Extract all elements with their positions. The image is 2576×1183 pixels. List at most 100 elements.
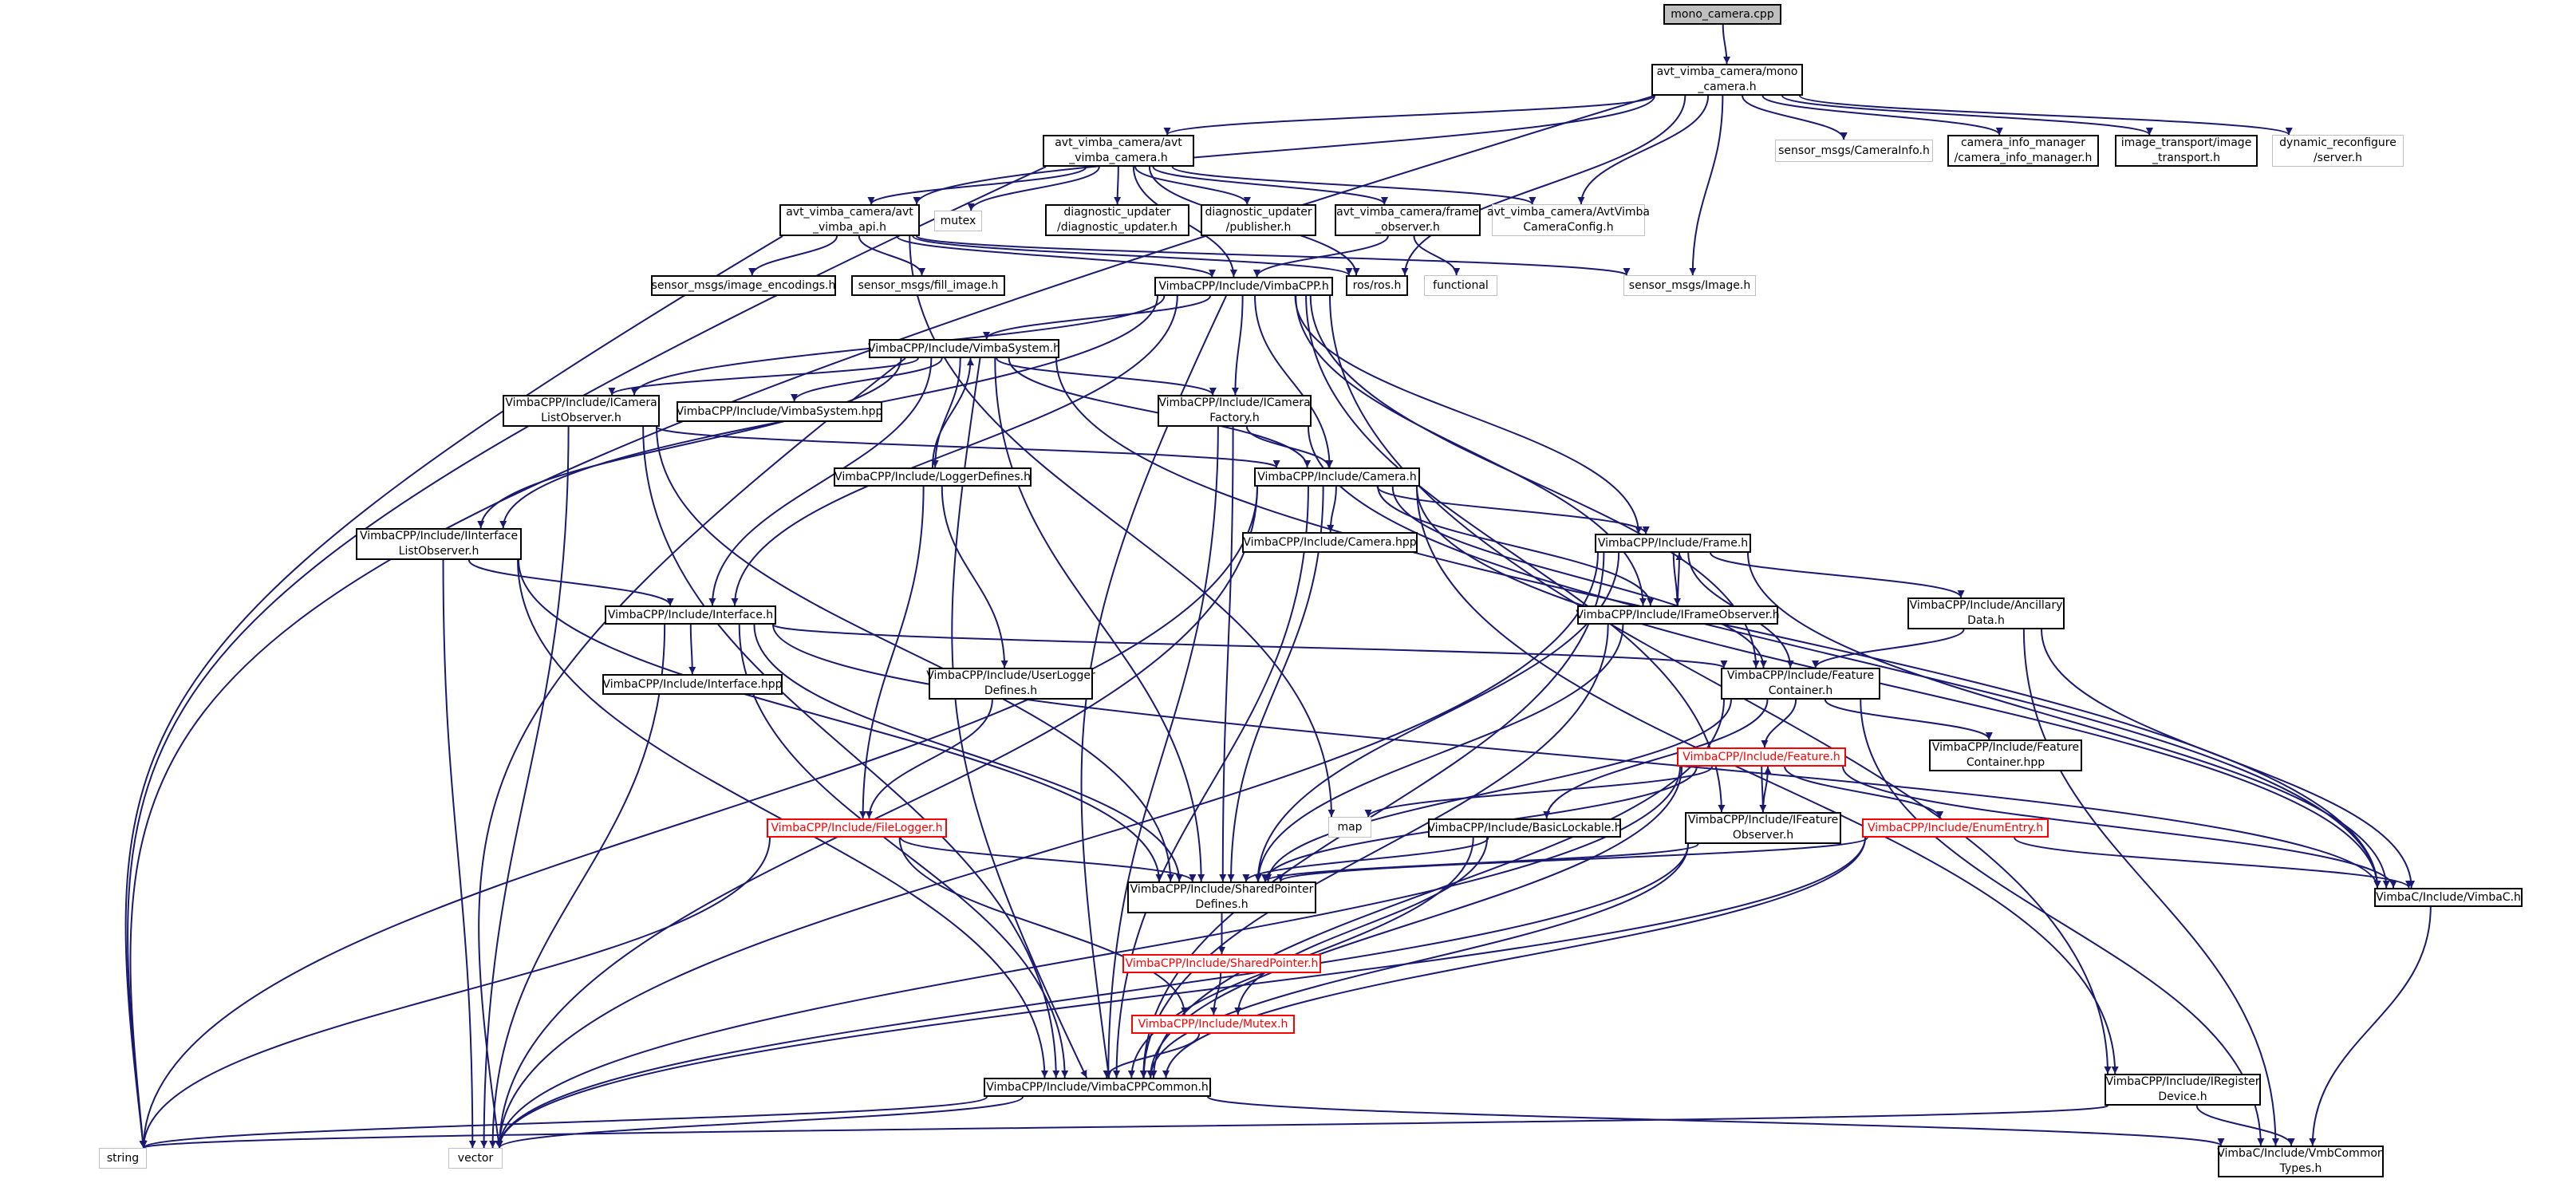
file-node-interface-hpp[interactable]: VimbaCPP/Include/Interface.hpp [602, 674, 783, 695]
file-node-featurecontainer-hpp[interactable]: VimbaCPP/Include/Feature Container.hpp [1929, 739, 2082, 771]
edge-n2-to-n10 [1134, 166, 1251, 205]
file-node-feature-h[interactable]: VimbaCPP/Include/Feature.h [1677, 747, 1846, 767]
edge-n28-to-n48 [489, 624, 666, 1149]
file-node-loggerdefines-h[interactable]: VimbaCPP/Include/LoggerDefines.h [834, 467, 1032, 487]
edge-n19-to-n48 [478, 357, 906, 1149]
edge-n27-to-n29 [1672, 552, 1682, 606]
edge-n40-to-n47 [140, 837, 771, 1149]
edge-n20-to-n24 [656, 426, 1280, 468]
file-node-sensor-msgs-image-h: sensor_msgs/Image.h [1623, 275, 1756, 296]
edge-n29-to-n41 [1254, 624, 1624, 882]
edge-n34-to-n36 [1364, 766, 1714, 818]
edge-n34-to-n39 [1784, 766, 1944, 819]
file-node-filelogger-h[interactable]: VimbaCPP/Include/FileLogger.h [767, 818, 947, 838]
edge-n43-to-n44 [1209, 972, 1222, 1015]
file-node-vimbac-h[interactable]: VimbaC/Include/VimbaC.h [2374, 888, 2523, 907]
file-node-userloggerdefines-h[interactable]: VimbaCPP/Include/UserLogger Defines.h [926, 668, 1095, 700]
edge-n1-to-n7 [913, 95, 1655, 205]
file-node-image-transport-h[interactable]: image_transport/image _transport.h [2115, 135, 2258, 167]
file-node-sharedpointer-h[interactable]: VimbaCPP/Include/SharedPointer.h [1122, 954, 1321, 973]
file-node-avt-vimba-api-h[interactable]: avt_vimba_camera/avt _vimba_api.h [779, 204, 920, 236]
edge-n2-to-n7 [867, 166, 1087, 205]
edge-n7-to-n15 [896, 235, 1216, 278]
edge-n7-to-n14 [858, 235, 926, 276]
file-node-mono-camera-h[interactable]: avt_vimba_camera/mono _camera.h [1651, 64, 1803, 96]
file-node-featurecontainer-h[interactable]: VimbaCPP/Include/Feature Container.h [1721, 668, 1880, 700]
file-node-avt-vimba-camera-h[interactable]: avt_vimba_camera/avt _vimba_camera.h [1043, 135, 1194, 167]
edge-n1-to-n6 [1799, 95, 2293, 136]
file-node-frame-observer-h[interactable]: avt_vimba_camera/frame _observer.h [1335, 204, 1481, 236]
edge-n33-to-n35 [1824, 699, 1993, 740]
edge-n38-to-n34 [1762, 766, 1772, 813]
file-node-iframeobserver-h[interactable]: VimbaCPP/Include/IFrameObserver.h [1576, 605, 1780, 625]
file-node-ifeatureobserver-h[interactable]: VimbaCPP/Include/IFeature Observer.h [1685, 812, 1841, 844]
file-node-mutex-h[interactable]: VimbaCPP/Include/Mutex.h [1131, 1015, 1295, 1034]
file-node-iregisterdevice-h[interactable]: VimbaCPP/Include/IRegister Device.h [2105, 1074, 2261, 1106]
file-node-interface-h[interactable]: VimbaCPP/Include/Interface.h [605, 605, 776, 625]
file-node-vimbacpp-h[interactable]: VimbaCPP/Include/VimbaCPP.h [1154, 277, 1333, 296]
edge-n30-to-n49 [2022, 629, 2279, 1146]
edge-n33-to-n37 [1543, 699, 1769, 819]
file-node-icameralistobserver-h[interactable]: VimbaCPP/Include/ICamera ListObserver.h [503, 395, 660, 427]
file-node-mutex: mutex [934, 211, 982, 231]
file-node-frame-h[interactable]: VimbaCPP/Include/Frame.h [1595, 534, 1751, 553]
edge-n19-to-n22 [996, 357, 1217, 396]
file-node-basiclockable-h[interactable]: VimbaCPP/Include/BasicLockable.h [1427, 818, 1622, 838]
file-node-enumentry-h[interactable]: VimbaCPP/Include/EnumEntry.h [1862, 818, 2049, 838]
file-node-ancillarydata-h[interactable]: VimbaCPP/Include/Ancillary Data.h [1907, 597, 2065, 629]
file-node-camera-hpp[interactable]: VimbaCPP/Include/Camera.hpp [1242, 532, 1418, 553]
edge-n29-to-n27 [1675, 552, 1683, 606]
edge-n15-to-n46 [1329, 295, 2112, 1075]
edge-n33-to-n49 [1860, 699, 2265, 1146]
file-node-diagnostic-publisher-h[interactable]: diagnostic_updater /publisher.h [1201, 204, 1316, 236]
edge-n24-to-n26 [1327, 486, 1337, 533]
edge-n45-to-n47 [140, 1096, 988, 1149]
edge-n1-to-n18 [1689, 95, 1724, 276]
edge-n19-to-n21 [791, 357, 943, 402]
file-node-image-encodings-h[interactable]: sensor_msgs/image_encodings.h [651, 275, 836, 296]
file-node-iinterfacelistobserver-h[interactable]: VimbaCPP/Include/IInterface ListObserver… [356, 528, 522, 560]
edge-n1-to-n5 [1781, 95, 2153, 136]
file-node-dynamic-reconfigure-server-h: dynamic_reconfigure /server.h [2272, 135, 2404, 167]
edge-n23-to-n40 [859, 486, 925, 819]
edge-n15-to-n38 [1305, 295, 1726, 813]
edge-n7-to-n16 [912, 235, 1353, 276]
edge-n42-to-n49 [2309, 906, 2432, 1146]
edge-n46-to-n47 [140, 1105, 2109, 1149]
file-node-icamerafactory-h[interactable]: VimbaCPP/Include/ICamera Factory.h [1158, 395, 1312, 427]
file-node-fill-image-h[interactable]: sensor_msgs/fill_image.h [851, 275, 1005, 296]
file-node-vimbasystem-h[interactable]: VimbaCPP/Include/VimbaSystem.h [868, 339, 1060, 358]
edge-n11-to-n17 [1413, 235, 1461, 276]
file-node-vimbacppcommon-h[interactable]: VimbaCPP/Include/VimbaCPPCommon.h [984, 1078, 1211, 1097]
file-node-mono-camera-cpp[interactable]: mono_camera.cpp [1663, 4, 1781, 25]
file-node-sharedpointerdefines-h[interactable]: VimbaCPP/Include/SharedPointer Defines.h [1127, 881, 1316, 913]
edge-n15-to-n27 [1294, 295, 1643, 534]
file-node-camera-h[interactable]: VimbaCPP/Include/Camera.h [1254, 467, 1420, 487]
edge-n2-to-n47 [127, 166, 1047, 1149]
edge-n22-to-n41 [1219, 426, 1234, 882]
edge-n28-to-n31 [688, 624, 696, 675]
edge-n20-to-n45 [642, 426, 1060, 1079]
edge-n40-to-n41 [899, 837, 1197, 882]
edge-n22-to-n42 [1308, 426, 2381, 889]
edge-n30-to-n33 [1812, 629, 1965, 668]
edge-n1-to-n16 [1401, 95, 1686, 276]
edge-n29-to-n45 [1140, 624, 1609, 1079]
edge-n22-to-n45 [1104, 426, 1219, 1079]
edge-n7-to-n18 [916, 235, 1631, 276]
edge-n15-to-n19 [983, 295, 1211, 340]
edge-n28-to-n41 [753, 624, 1183, 882]
file-node-diagnostic-updater-h[interactable]: diagnostic_updater /diagnostic_updater.h [1045, 204, 1189, 236]
file-node-ros-h[interactable]: ros/ros.h [1346, 275, 1408, 296]
edge-n38-to-n45 [1146, 843, 1689, 1079]
file-node-vimbasystem-hpp[interactable]: VimbaCPP/Include/VimbaSystem.hpp [677, 401, 882, 422]
file-node-vmbcommontypes-h[interactable]: VimbaC/Include/VmbCommon Types.h [2217, 1146, 2385, 1177]
file-node-camera-info-manager-h[interactable]: camera_info_manager /camera_info_manager… [1947, 135, 2099, 167]
edge-n15-to-n29 [1295, 295, 1647, 606]
edge-n7-to-n13 [748, 235, 838, 276]
edge-n37-to-n41 [1242, 837, 1489, 882]
edge-n15-to-n24 [1254, 295, 1334, 468]
edge-n24-to-n27 [1376, 486, 1650, 534]
edge-n1-to-n4 [1761, 95, 2003, 136]
edge-n2-to-n8 [967, 166, 1100, 211]
